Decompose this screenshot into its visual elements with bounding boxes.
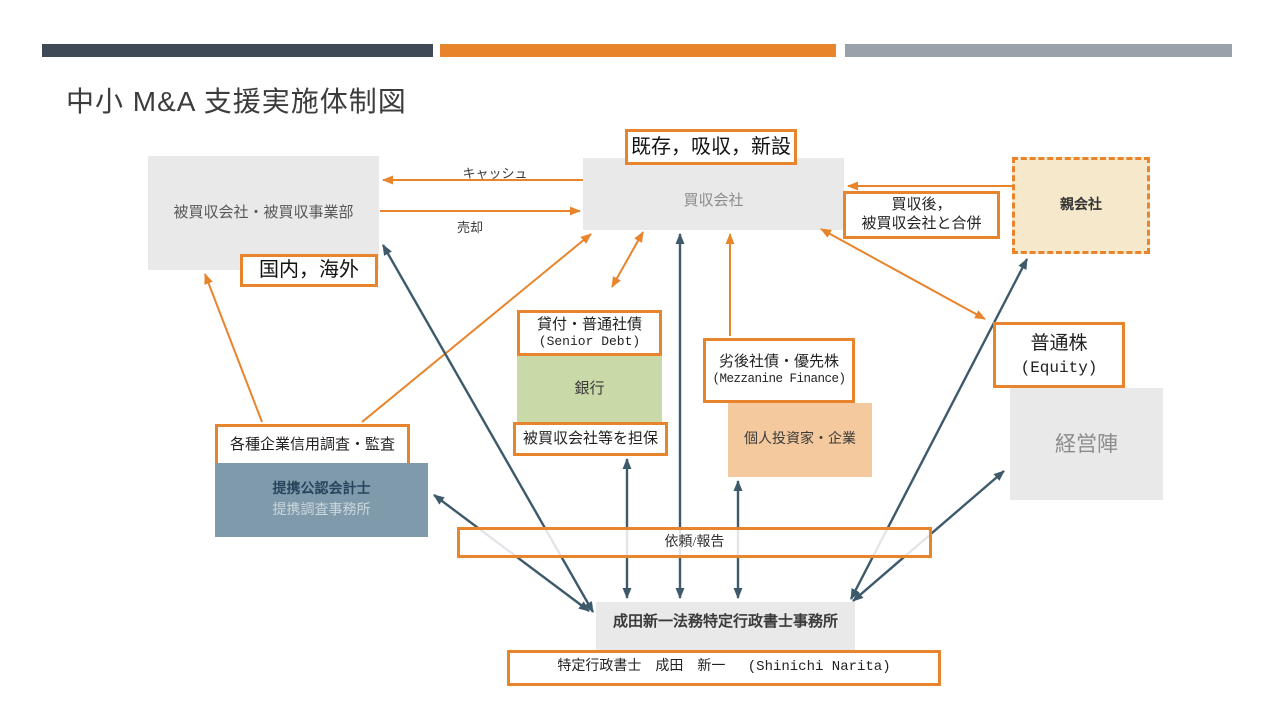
node-parent-company: 親会社 <box>1012 157 1150 254</box>
node-cpa-line2: 提携調査事務所 <box>272 502 371 518</box>
page-title: 中小 M&A 支援実施体制図 <box>66 86 407 117</box>
node-scheme-note-label: 既存，吸収，新設 <box>631 135 791 158</box>
node-representative-label: 特定行政書士 成田 新一 (Shinichi Narita) <box>557 659 891 676</box>
top-bar-dark <box>42 44 433 57</box>
arrow-credit-to-acquirer <box>361 233 592 423</box>
node-domestic-overseas-label: 国内，海外 <box>259 259 359 281</box>
node-parent-company-label: 親会社 <box>1060 197 1102 213</box>
node-equity-line1: 普通株 <box>1030 332 1088 354</box>
node-acquirer: 買収会社 <box>583 158 844 230</box>
node-merge-note-line2: 被買収会社と合併 <box>861 216 982 232</box>
node-investors-label: 個人投資家・企業 <box>744 432 856 448</box>
node-request-report-label: 依頼/報告 <box>664 534 725 550</box>
arrow-credit-to-target <box>204 273 263 423</box>
top-bar-orange <box>440 44 836 57</box>
arrow-acquirer-senior-debt <box>611 231 644 288</box>
node-credit-check-label: 各種企業信用調査・監査 <box>229 436 395 453</box>
node-equity-line2: (Equity) <box>1020 359 1098 378</box>
node-investors: 個人投資家・企業 <box>728 403 872 477</box>
edge-label-cash: キャッシュ <box>462 166 528 181</box>
node-cpa-line1: 提携公認会計士 <box>272 482 371 497</box>
node-mezzanine-line2: (Mezzanine Finance) <box>712 372 846 387</box>
arrow-acquirer-equity <box>820 228 986 320</box>
node-office-label: 成田新一法務特定行政書士事務所 <box>612 613 838 630</box>
node-acquirer-label: 買収会社 <box>683 192 744 209</box>
node-target-company-label: 被買収会社・被買収事業部 <box>173 204 354 221</box>
node-equity: 普通株 (Equity) <box>993 322 1125 388</box>
node-management-label: 経営陣 <box>1055 431 1118 456</box>
node-target-company: 被買収会社・被買収事業部 <box>148 156 379 270</box>
node-domestic-overseas: 国内，海外 <box>240 254 378 287</box>
node-office: 成田新一法務特定行政書士事務所 <box>596 602 855 650</box>
node-representative: 特定行政書士 成田 新一 (Shinichi Narita) <box>507 650 941 686</box>
edge-label-sale: 売却 <box>456 220 483 235</box>
node-mezzanine-line1: 劣後社債・優先株 <box>718 354 839 371</box>
node-merge-note-line1: 買収後， <box>891 197 952 214</box>
top-bar-gray <box>845 44 1232 57</box>
node-scheme-note: 既存，吸収，新設 <box>625 129 797 165</box>
node-request-report: 依頼/報告 <box>457 527 932 558</box>
node-management: 経営陣 <box>1010 388 1163 500</box>
